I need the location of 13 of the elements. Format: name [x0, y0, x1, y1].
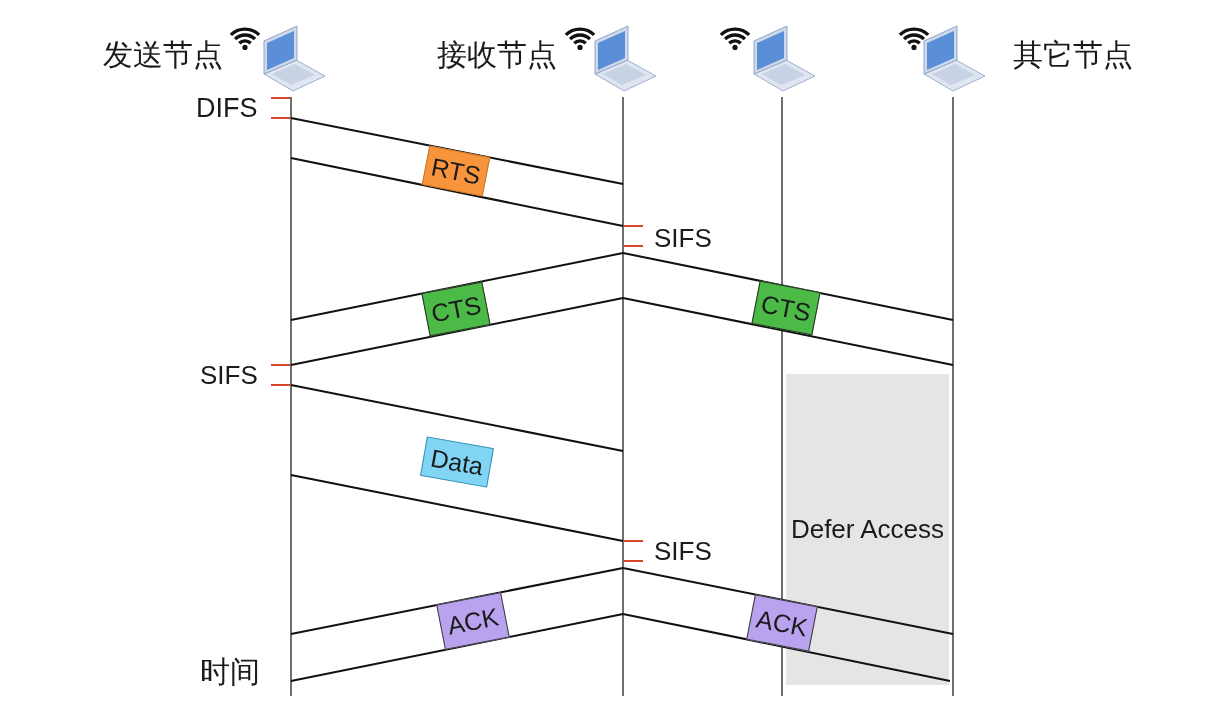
message-box: ACK: [436, 592, 510, 650]
message-box: CTS: [751, 280, 821, 336]
axis-label: 时间: [200, 657, 260, 687]
interval-label: DIFS: [196, 93, 258, 123]
interval-label: SIFS: [654, 223, 712, 253]
station-label: 接收节点: [437, 37, 557, 73]
message-box: RTS: [421, 145, 491, 197]
message-box: CTS: [421, 281, 491, 337]
station-label: 发送节点: [103, 37, 223, 73]
message-box: Data: [420, 436, 494, 488]
interval-label: SIFS: [654, 536, 712, 566]
station-label: 其它节点: [1013, 37, 1133, 73]
interval-label: SIFS: [200, 360, 258, 390]
